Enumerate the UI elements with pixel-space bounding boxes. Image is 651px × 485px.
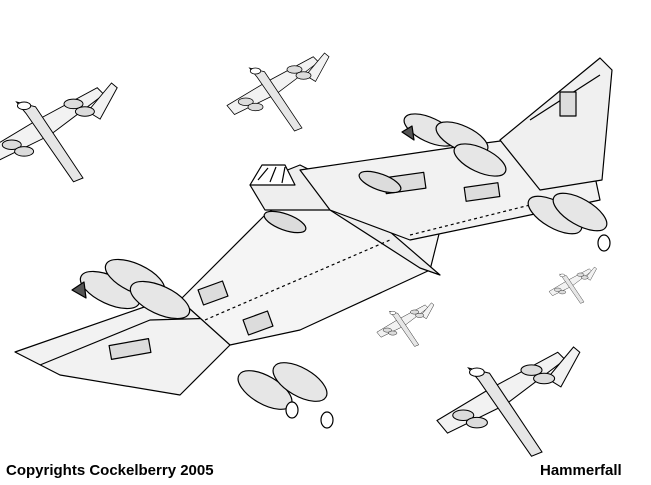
title-text: Hammerfall (540, 462, 622, 479)
escort-aircraft-bottom-right (436, 346, 581, 457)
engine-pods-upper-right (401, 113, 507, 177)
escort-aircraft-top-center (226, 52, 330, 132)
escort-aircraft-top-left (0, 82, 118, 183)
copyright-text: Copyrights Cockelberry 2005 (6, 462, 214, 479)
engine-pods-bottom (237, 362, 334, 429)
engine-pods-lower-right (527, 192, 611, 252)
escort-aircraft-small-center (376, 302, 435, 347)
engine-pods-left (71, 258, 191, 320)
escort-aircraft-small-right (548, 266, 597, 304)
main-aircraft (14, 57, 613, 429)
